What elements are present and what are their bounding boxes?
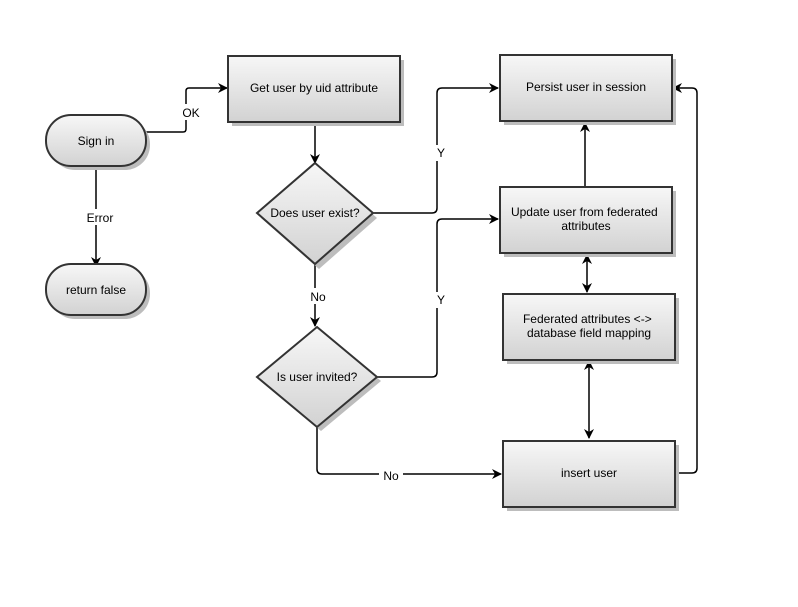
edge-label-exist-no: No bbox=[306, 288, 328, 304]
node-update-user: Update user from federated attributes bbox=[499, 186, 676, 257]
node-is-user-invited: Is user invited? bbox=[255, 325, 381, 431]
node-return-false: return false bbox=[45, 263, 150, 319]
edge-invited-no bbox=[316, 427, 502, 479]
node-insert-user-line-1: insert user bbox=[561, 466, 617, 480]
edge-label-invited-no: No bbox=[379, 467, 403, 483]
node-does-user-exist-label: Does user exist? bbox=[270, 206, 360, 220]
node-is-user-invited-label: Is user invited? bbox=[277, 370, 358, 384]
node-return-false-line-1: return false bbox=[66, 283, 126, 297]
node-update-user-label: Update user from federated attributes bbox=[511, 205, 661, 233]
edge-label-exist-yes: Y bbox=[434, 145, 448, 161]
node-federated-mapping-line-2: database field mapping bbox=[527, 326, 651, 340]
edge-label-invited-no-text: No bbox=[383, 469, 399, 483]
node-does-user-exist: Does user exist? bbox=[255, 161, 377, 269]
node-get-user-label: Get user by uid attribute bbox=[250, 81, 378, 95]
edge-label-ok-text: OK bbox=[182, 106, 199, 120]
node-persist-user-label: Persist user in session bbox=[526, 80, 646, 94]
nodes: Sign in return false Get user by uid att… bbox=[45, 54, 679, 511]
edge-label-error: Error bbox=[84, 209, 118, 225]
node-federated-mapping-line-1: Federated attributes <-> bbox=[523, 312, 652, 326]
node-get-user: Get user by uid attribute bbox=[227, 55, 404, 126]
node-sign-in: Sign in bbox=[45, 114, 150, 170]
node-persist-user: Persist user in session bbox=[499, 54, 676, 125]
node-federated-mapping: Federated attributes <-> database field … bbox=[502, 293, 679, 364]
edge-label-exist-yes-text: Y bbox=[437, 146, 445, 160]
node-return-false-label: return false bbox=[66, 283, 126, 297]
node-does-user-exist-line-1: Does user exist? bbox=[270, 206, 360, 220]
node-sign-in-line-1: Sign in bbox=[78, 134, 115, 148]
node-is-user-invited-line-1: Is user invited? bbox=[277, 370, 358, 384]
node-federated-mapping-label: Federated attributes <-> database field … bbox=[523, 312, 655, 340]
edge-label-invited-yes-text: Y bbox=[437, 293, 445, 307]
edge-label-error-text: Error bbox=[87, 211, 114, 225]
node-sign-in-label: Sign in bbox=[78, 134, 115, 148]
node-update-user-line-1: Update user from federated bbox=[511, 205, 658, 219]
edge-labels: OK Error Y No Y No bbox=[84, 104, 448, 483]
node-persist-user-line-1: Persist user in session bbox=[526, 80, 646, 94]
node-get-user-line-1: Get user by uid attribute bbox=[250, 81, 378, 95]
edge-label-invited-yes: Y bbox=[434, 292, 448, 308]
node-update-user-line-2: attributes bbox=[561, 219, 610, 233]
node-insert-user-label: insert user bbox=[561, 466, 617, 480]
edge-label-ok: OK bbox=[179, 104, 203, 120]
edges bbox=[91, 83, 698, 479]
edge-insert-to-persist bbox=[672, 83, 698, 474]
node-insert-user: insert user bbox=[502, 440, 679, 511]
edge-label-exist-no-text: No bbox=[310, 290, 326, 304]
